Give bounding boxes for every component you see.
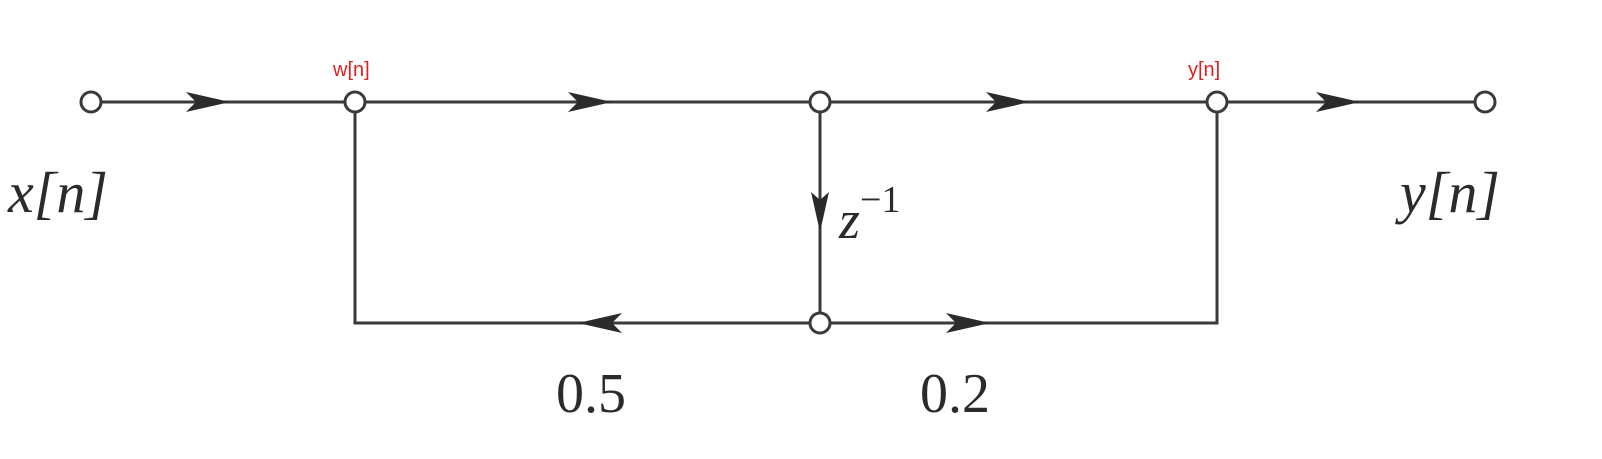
output-label: y[n] (1395, 160, 1500, 225)
gain-feedforward-label: 0.2 (920, 363, 990, 425)
annotation-y-label: y[n] (1188, 59, 1220, 81)
delay-base: z (838, 190, 860, 250)
node-output (1473, 90, 1497, 114)
arrow-right-4 (1316, 92, 1360, 112)
gain-feedback-label: 0.5 (556, 363, 626, 425)
delay-label: z−1 (838, 179, 900, 250)
node-center-top (808, 90, 832, 114)
arrow-right-2 (568, 92, 612, 112)
input-label: x[n] (7, 160, 108, 225)
node-w (343, 90, 367, 114)
annotation-w-label: w[n] (332, 59, 370, 81)
arrow-right-3 (986, 92, 1030, 112)
arrow-right-feedforward (946, 313, 990, 333)
node-input (79, 90, 103, 114)
node-center-bottom (808, 311, 832, 335)
arrow-right-1 (186, 92, 230, 112)
arrow-down-delay (811, 192, 829, 232)
arrow-left-feedback (578, 313, 622, 333)
node-y (1205, 90, 1229, 114)
delay-exponent: −1 (860, 179, 900, 221)
